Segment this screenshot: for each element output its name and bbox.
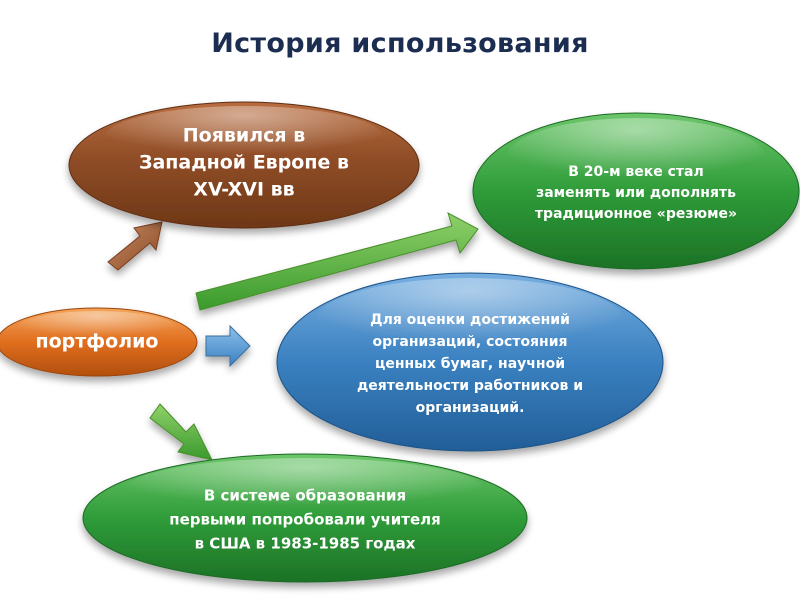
node-portfolio-text: портфолио (36, 331, 159, 353)
node-century20 (472, 112, 800, 270)
arrow-to-education (149, 403, 213, 461)
node-origin-text: Появился в Западной Европе в XV-XVI вв (139, 125, 349, 201)
node-century20-text: В 20-м веке стал заменять или дополнять тр… (535, 164, 737, 222)
evaluation-line-2: организаций, состояния (372, 334, 567, 350)
century20-line-3: традиционное «резюме» (535, 206, 737, 222)
education-line-2: первыми попробовали учителя (169, 511, 441, 529)
education-line-1: В системе образования (204, 487, 406, 505)
node-origin (68, 101, 420, 229)
origin-line-1: Появился в (183, 125, 306, 147)
education-line-3: в США в 1983-1985 годах (195, 535, 416, 553)
portfolio-line-1: портфолио (36, 331, 159, 353)
arrow-to-evaluation (205, 324, 251, 368)
evaluation-line-3: ценных бумаг, научной (375, 356, 565, 372)
origin-line-3: XV-XVI вв (193, 179, 294, 201)
page-title: История использования (211, 28, 589, 59)
century20-line-2: заменять или дополнять (536, 185, 736, 201)
arrow-to-origin (107, 221, 163, 271)
evaluation-line-1: Для оценки достижений (370, 312, 570, 328)
origin-line-2: Западной Европе в (139, 152, 349, 174)
node-evaluation-text: Для оценки достижений организаций, состоя… (357, 312, 583, 416)
node-education (82, 453, 528, 583)
node-portfolio (0, 307, 198, 377)
evaluation-line-5: организаций. (416, 400, 525, 416)
arrow-to-century20 (195, 211, 479, 311)
node-education-text: В системе образования первыми попробовали… (169, 487, 441, 553)
evaluation-line-4: деятельности работников и (357, 378, 583, 394)
century20-line-1: В 20-м веке стал (568, 164, 704, 180)
node-evaluation (276, 272, 664, 452)
